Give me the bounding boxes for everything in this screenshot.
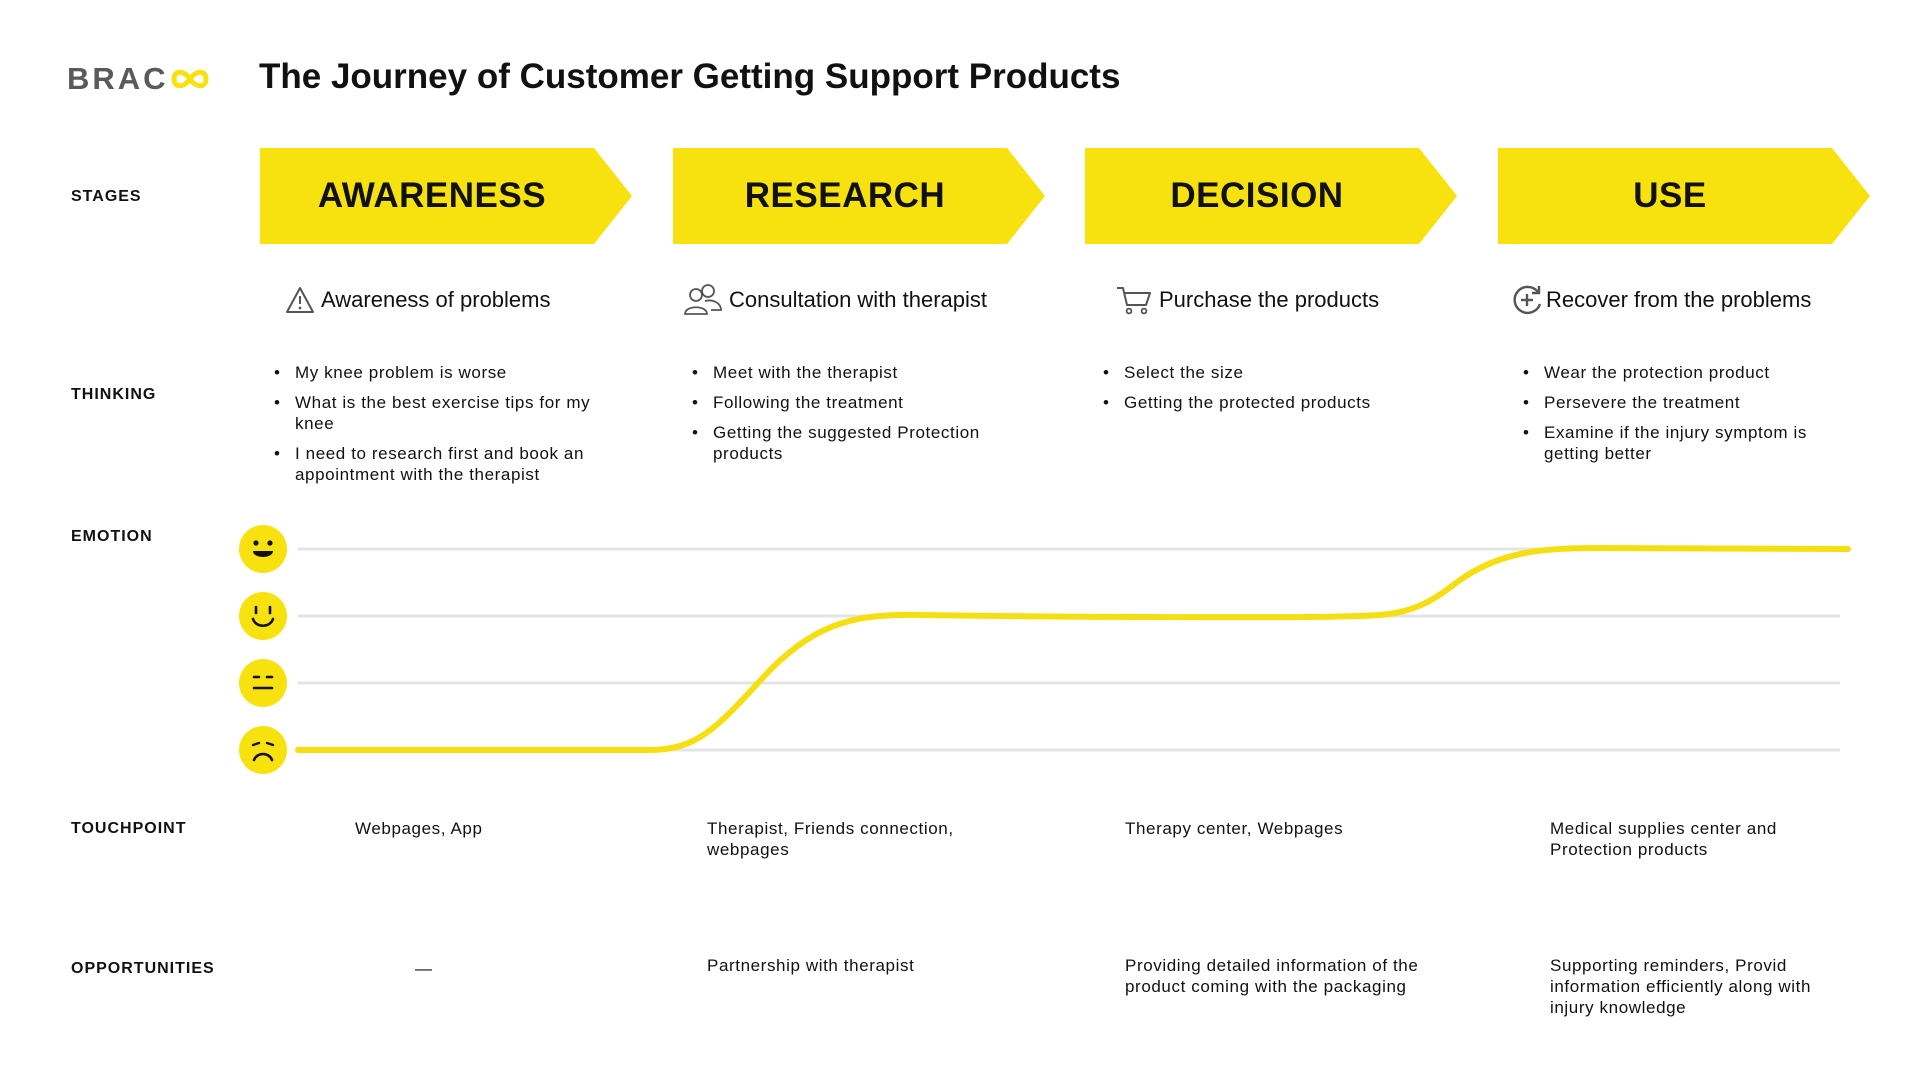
stage-research: RESEARCH xyxy=(673,148,1045,244)
list-item: What is the best exercise tips for my kn… xyxy=(272,392,612,434)
list-item: Wear the protection product xyxy=(1521,362,1841,383)
emotion-curve xyxy=(295,544,1851,753)
recover-icon xyxy=(1510,283,1544,317)
neutral-face-icon xyxy=(239,659,287,707)
logo-text: BRAC xyxy=(67,61,169,96)
thinking-list-awareness: My knee problem is worse What is the bes… xyxy=(272,362,612,494)
chevron-shape xyxy=(1498,148,1870,244)
list-item: I need to research first and book an app… xyxy=(272,443,612,485)
stage-label: AWARENESS xyxy=(317,176,547,215)
touchpoint-decision: Therapy center, Webpages xyxy=(1125,819,1344,838)
page-title: The Journey of Customer Getting Support … xyxy=(259,57,1121,96)
list-item: Examine if the injury symptom is getting… xyxy=(1521,422,1841,464)
list-item: Getting the protected products xyxy=(1101,392,1441,413)
list-item: Following the treatment xyxy=(690,392,1030,413)
touchpoint-awareness: Webpages, App xyxy=(355,819,483,838)
touchpoint-research: Therapist, Friends connection, webpages xyxy=(707,819,954,859)
row-label-touchpoint: TOUCHPOINT xyxy=(71,820,187,837)
row-label-thinking: THINKING xyxy=(71,386,157,403)
thinking-list-research: Meet with the therapist Following the tr… xyxy=(690,362,1030,473)
stage-use: USE xyxy=(1498,148,1870,244)
list-item: Persevere the treatment xyxy=(1521,392,1841,413)
stage-decision: DECISION xyxy=(1085,148,1457,244)
stage-awareness: AWARENESS xyxy=(260,148,632,244)
people-icon xyxy=(683,283,723,317)
opportunity-research: Partnership with therapist xyxy=(707,956,915,975)
warning-icon xyxy=(285,286,315,314)
stage-label: USE xyxy=(1633,176,1707,215)
infinity-logo-icon xyxy=(171,69,209,89)
chevron-shape xyxy=(260,148,632,244)
row-label-opportunities: OPPORTUNITIES xyxy=(71,960,215,977)
thinking-list-decision: Select the size Getting the protected pr… xyxy=(1101,362,1441,422)
step-research: Consultation with therapist xyxy=(683,280,987,320)
row-label-stages: STAGES xyxy=(71,188,142,205)
opportunity-awareness: — xyxy=(415,959,433,978)
stage-label: RESEARCH xyxy=(744,176,946,215)
step-awareness: Awareness of problems xyxy=(285,280,551,320)
opportunity-decision: Providing detailed information of the pr… xyxy=(1125,956,1419,996)
step-label: Consultation with therapist xyxy=(729,287,988,312)
list-item: My knee problem is worse xyxy=(272,362,612,383)
step-label: Purchase the products xyxy=(1159,287,1380,312)
row-label-emotion: EMOTION xyxy=(71,528,153,545)
step-use: Recover from the problems xyxy=(1510,280,1811,320)
chevron-shape xyxy=(1085,148,1457,244)
thinking-list-use: Wear the protection product Persevere th… xyxy=(1521,362,1841,473)
touchpoint-use: Medical supplies center and Protection p… xyxy=(1550,819,1777,859)
list-item: Getting the suggested Protection product… xyxy=(690,422,1030,464)
brand-logo: BRAC xyxy=(67,61,210,97)
list-item: Meet with the therapist xyxy=(690,362,1030,383)
chevron-shape xyxy=(673,148,1045,244)
sad-face-icon xyxy=(239,726,287,774)
happy-face-icon xyxy=(239,592,287,640)
list-item: Select the size xyxy=(1101,362,1441,383)
cart-icon xyxy=(1115,284,1153,316)
step-label: Recover from the problems xyxy=(1546,287,1812,312)
very-happy-face-icon xyxy=(239,525,287,573)
opportunity-use: Supporting reminders, Provid information… xyxy=(1550,956,1812,1017)
stage-label: DECISION xyxy=(1170,176,1344,215)
step-decision: Purchase the products xyxy=(1115,280,1379,320)
step-label: Awareness of problems xyxy=(321,287,551,312)
